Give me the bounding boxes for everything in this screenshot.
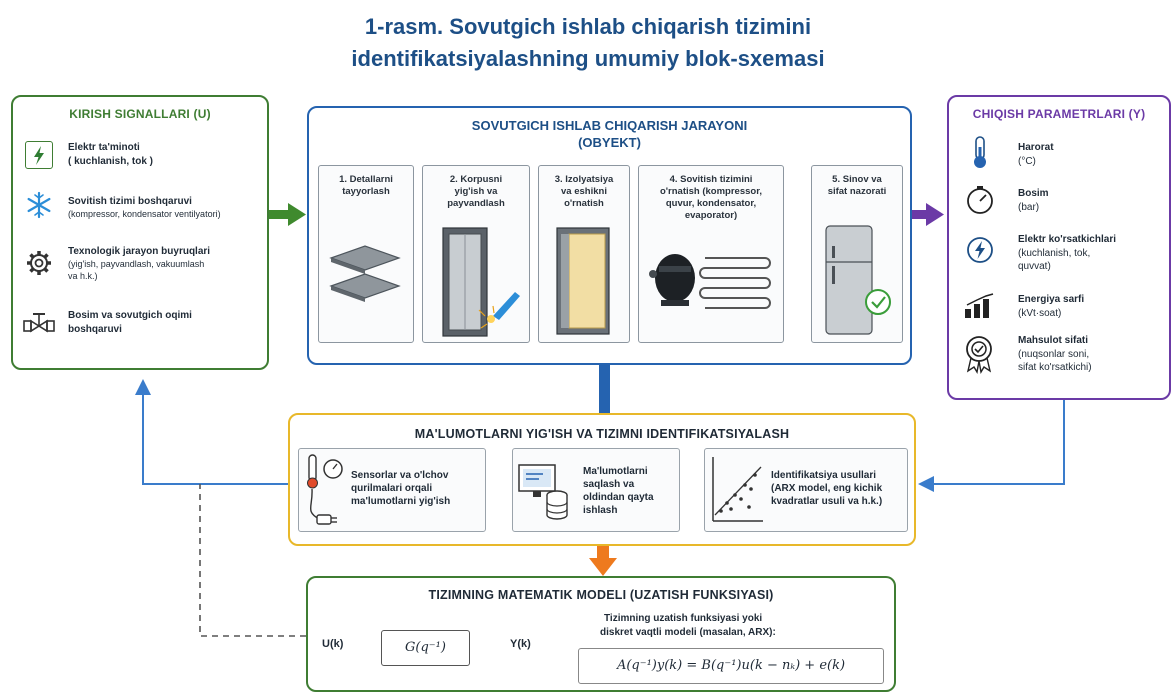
step-5-line1: 5. Sinov va bbox=[832, 174, 882, 185]
step-2-line3: payvandlash bbox=[447, 198, 505, 209]
insulated-cabinet-icon bbox=[556, 227, 610, 335]
step-2-line2: yig'ish va bbox=[454, 186, 498, 197]
input-2-detail: (kompressor, kondensator ventilyatori) bbox=[68, 209, 221, 219]
step-5-line2: sifat nazorati bbox=[827, 186, 887, 197]
step-4-line2: o'rnatish (kompressor, bbox=[659, 186, 763, 197]
data-box-3-line2: (ARX model, eng kichik bbox=[771, 483, 883, 494]
output-3-label: Elektr ko'rsatkichlari bbox=[1018, 234, 1116, 245]
output-5-detail-cont: sifat ko'rsatkichi) bbox=[1018, 362, 1092, 373]
thermometer-icon bbox=[967, 135, 993, 169]
regression-plot-icon bbox=[712, 457, 763, 522]
input-1-detail: ( kuchlanish, tok ) bbox=[68, 156, 154, 167]
data-box-3-line1: Identifikatsiya usullari bbox=[771, 470, 877, 481]
quality-badge-icon bbox=[963, 335, 995, 374]
input-4-detail: boshqaruvi bbox=[68, 324, 122, 335]
bar-chart-icon bbox=[963, 293, 997, 319]
lightning-icon bbox=[25, 141, 53, 169]
welded-body-icon bbox=[442, 227, 520, 337]
inputs-panel: KIRISH SIGNALLARI (U) Elektr ta'minoti (… bbox=[11, 95, 269, 370]
step-3-line2: va eshikni bbox=[561, 186, 607, 197]
model-output-label: Y(k) bbox=[510, 638, 531, 650]
model-description-line2: diskret vaqtli modeli (masalan, ARX): bbox=[600, 627, 776, 638]
data-box-2-line4: ishlash bbox=[583, 505, 618, 516]
step-3-line1: 3. Izolyatsiya bbox=[554, 174, 614, 185]
process-step-4: 4. Sovitish tizimini o'rnatish (kompress… bbox=[638, 165, 784, 343]
data-box-2-line1: Ma'lumotlarni bbox=[583, 466, 648, 477]
arx-equation: A(q⁻¹)y(k) = B(q⁻¹)u(k − nₖ) + e(k) bbox=[616, 658, 846, 673]
outputs-panel: CHIQISH PARAMETRLARI (Y) Harorat (°C) Bo… bbox=[947, 95, 1171, 400]
output-3-detail: (kuchlanish, tok, bbox=[1018, 248, 1091, 259]
arrow-outputs-to-identification bbox=[918, 400, 1065, 492]
data-box-2-line2: saqlash va bbox=[583, 479, 635, 490]
process-step-5: 5. Sinov va sifat nazorati bbox=[811, 165, 903, 343]
step-4-line1: 4. Sovitish tizimini bbox=[669, 174, 753, 185]
data-box-1-line3: ma'lumotlarni yig'ish bbox=[351, 496, 451, 507]
data-box-sensors: Sensorlar va o'lchov qurilmalari orqali … bbox=[298, 448, 486, 532]
output-4-label: Energiya sarfi bbox=[1018, 294, 1085, 305]
input-1-label: Elektr ta'minoti bbox=[68, 142, 140, 153]
output-1-detail: (°C) bbox=[1018, 156, 1036, 167]
output-4-detail: (kVt·soat) bbox=[1018, 308, 1062, 319]
input-2-label: Sovitish tizimi boshqaruvi bbox=[68, 196, 192, 207]
model-description-line1: Tizimning uzatish funksiyasi yoki bbox=[604, 613, 763, 624]
data-collection-title: MA'LUMOTLARNI YIG'ISH VA TIZIMNI IDENTIF… bbox=[414, 427, 790, 441]
figure-title-line1: 1-rasm. Sovutgich ishlab chiqarish tizim… bbox=[364, 14, 812, 39]
refrigerator-check-icon bbox=[825, 225, 891, 335]
transfer-function-block: G(q⁻¹) bbox=[381, 630, 470, 666]
lightning-circle-icon bbox=[965, 235, 995, 265]
step-1-line2: tayyorlash bbox=[342, 186, 390, 197]
process-to-data-link bbox=[599, 365, 610, 413]
input-3-label: Texnologik jarayon buyruqlari bbox=[68, 246, 211, 257]
step-4-line3: quvur, kondensator, bbox=[665, 198, 757, 209]
figure-title-line2: identifikatsiyalashning umumiy blok-sxem… bbox=[351, 46, 825, 71]
data-box-2-line3: oldindan qayta bbox=[583, 492, 654, 503]
arrow-inputs-to-process bbox=[268, 203, 306, 226]
input-4-label: Bosim va sovutgich oqimi bbox=[68, 310, 192, 321]
gauge-icon bbox=[965, 185, 995, 215]
data-box-identification: Identifikatsiya usullari (ARX model, eng… bbox=[704, 448, 908, 532]
output-5-detail: (nuqsonlar soni, bbox=[1018, 349, 1090, 360]
step-2-line1: 2. Korpusni bbox=[449, 174, 503, 185]
metal-sheets-icon bbox=[329, 245, 401, 302]
snowflake-icon bbox=[25, 191, 53, 219]
model-input-label: U(k) bbox=[322, 638, 344, 650]
valve-icon bbox=[23, 309, 55, 335]
model-title: TIZIMNING MATEMATIK MODELI (UZATISH FUNK… bbox=[428, 588, 774, 602]
compressor-condenser-icon bbox=[649, 254, 771, 309]
arx-equation-box: A(q⁻¹)y(k) = B(q⁻¹)u(k − nₖ) + e(k) bbox=[578, 648, 884, 684]
transfer-function-label: G(q⁻¹) bbox=[405, 640, 446, 655]
data-box-storage: Ma'lumotlarni saqlash va oldindan qayta … bbox=[512, 448, 680, 532]
process-step-1: 1. Detallarni tayyorlash bbox=[318, 165, 414, 343]
process-step-3: 3. Izolyatsiya va eshikni o'rnatish bbox=[538, 165, 630, 343]
process-title: SOVUTGICH ISHLAB CHIQARISH JARAYONI bbox=[471, 118, 748, 133]
step-1-line1: 1. Detallarni bbox=[339, 174, 393, 185]
arrow-process-to-outputs bbox=[912, 203, 944, 226]
outputs-title: CHIQISH PARAMETRLARI (Y) bbox=[972, 107, 1146, 121]
step-4-line4: evaporator) bbox=[684, 210, 738, 221]
output-2-label: Bosim bbox=[1018, 188, 1049, 199]
gear-icon bbox=[25, 249, 53, 277]
dashed-model-feedback bbox=[199, 484, 306, 637]
data-box-1-line2: qurilmalari orqali bbox=[351, 483, 433, 494]
process-subtitle: (OBYEKT) bbox=[578, 135, 641, 150]
data-box-3-line3: kvadratlar usuli va h.k.) bbox=[771, 496, 883, 507]
output-5-label: Mahsulot sifati bbox=[1018, 335, 1089, 346]
process-step-2: 2. Korpusni yig'ish va payvandlash bbox=[422, 165, 530, 343]
inputs-title: KIRISH SIGNALLARI (U) bbox=[69, 107, 211, 121]
arrow-data-to-inputs bbox=[135, 379, 292, 485]
output-2-detail: (bar) bbox=[1018, 202, 1040, 213]
database-monitor-icon bbox=[518, 464, 568, 520]
output-1-label: Harorat bbox=[1018, 142, 1054, 153]
input-3-detail-cont: va h.k.) bbox=[68, 271, 98, 281]
data-box-1-line1: Sensorlar va o'lchov bbox=[351, 470, 449, 481]
arrow-data-to-model bbox=[589, 546, 617, 576]
step-3-line3: o'rnatish bbox=[564, 198, 604, 209]
input-3-detail: (yig'ish, payvandlash, vakuumlash bbox=[68, 259, 205, 269]
sensor-icon bbox=[307, 454, 343, 525]
output-3-detail-cont: quvvat) bbox=[1018, 261, 1051, 272]
